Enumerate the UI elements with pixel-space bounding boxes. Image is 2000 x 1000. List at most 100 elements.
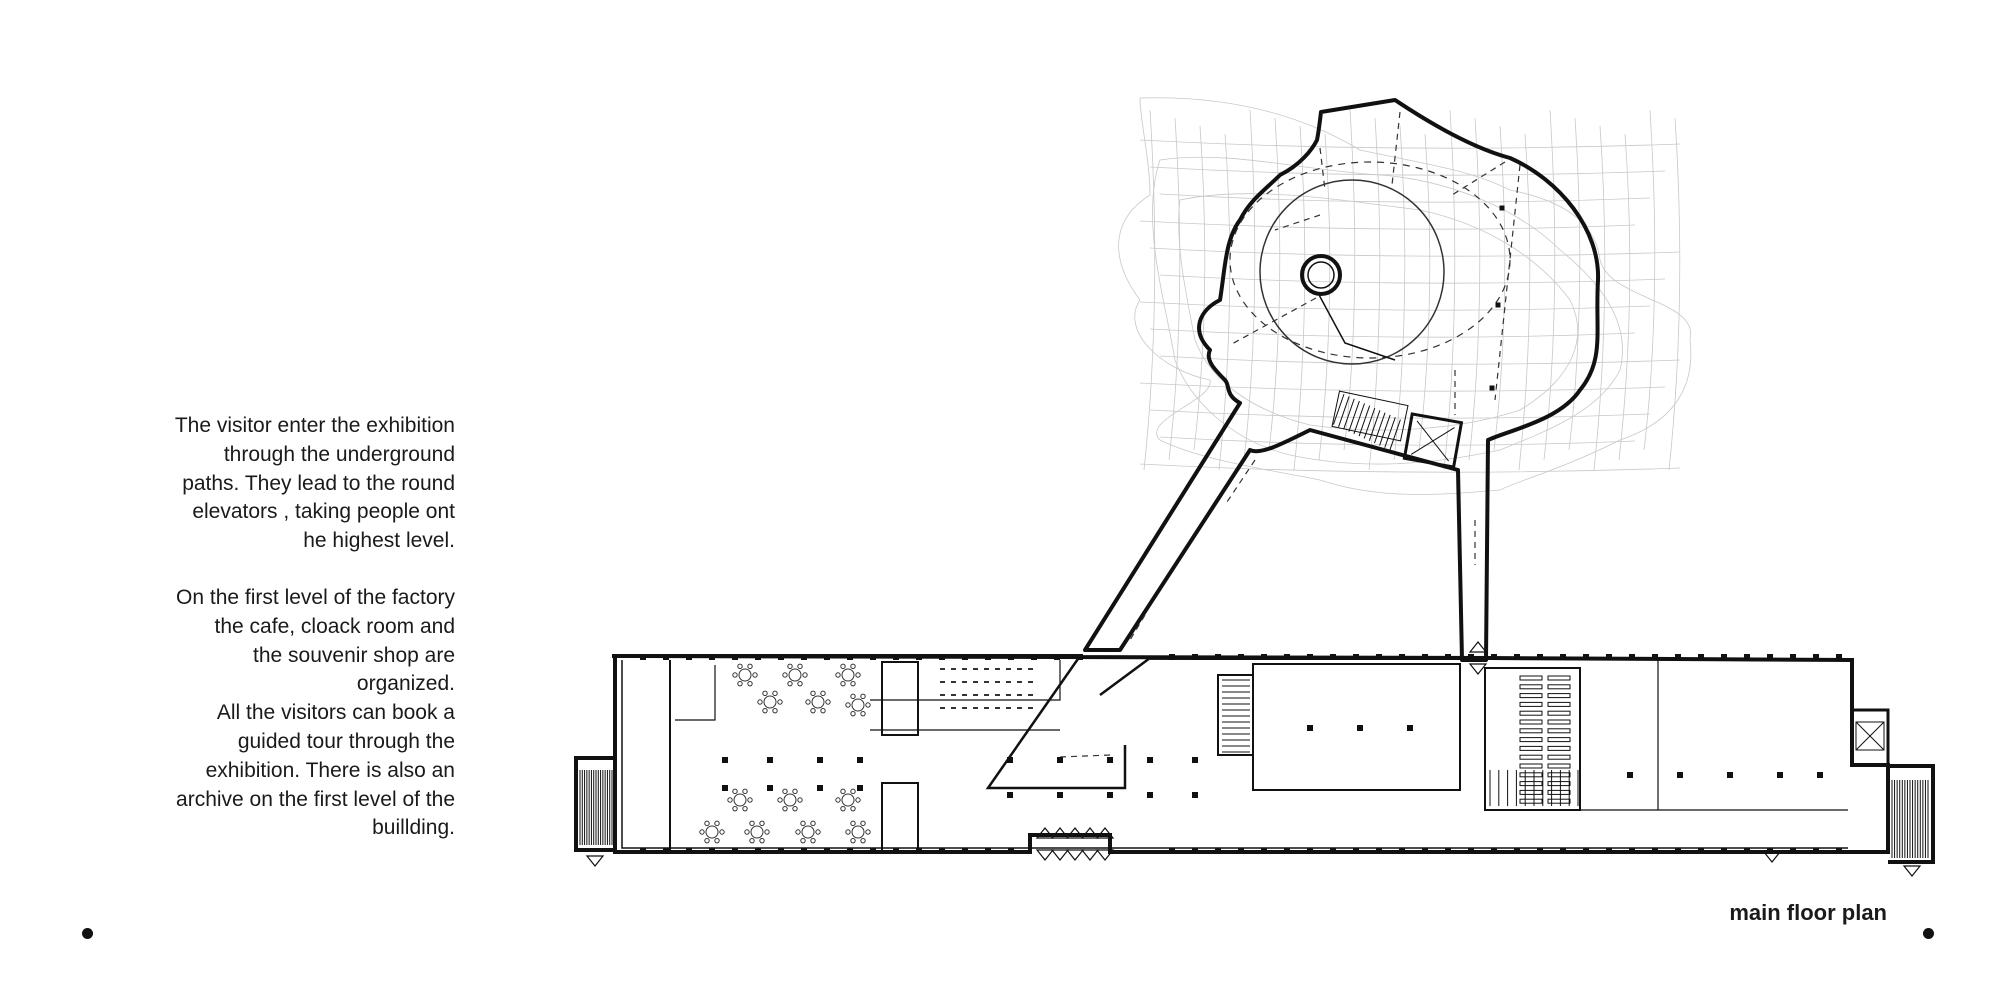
cafe-table (763, 695, 777, 709)
cafe-chair (777, 797, 783, 803)
cafe-chair (795, 829, 801, 835)
pier (686, 654, 692, 660)
shelf-item (940, 681, 945, 683)
pier (1836, 848, 1842, 854)
pier (709, 654, 715, 660)
entry-door (1095, 827, 1115, 839)
stair-hatching (579, 679, 1929, 858)
main-building (574, 653, 1935, 864)
cafe-chair (762, 707, 768, 714)
pier (985, 848, 991, 854)
pier (1192, 848, 1198, 854)
right-elevator-cross (1855, 721, 1885, 751)
dashed-line (1274, 214, 1321, 231)
column (1107, 792, 1113, 798)
cafe-chair (797, 663, 803, 670)
seat-row (1519, 781, 1543, 787)
pier (1468, 654, 1474, 660)
cafe-table (851, 825, 865, 839)
interior-walls (669, 660, 1890, 853)
column (767, 757, 773, 763)
structural-columns (722, 205, 1823, 798)
seat-row (1547, 745, 1571, 751)
seat-row (1519, 728, 1543, 734)
cafe-chair (825, 699, 831, 705)
shelf-item (1006, 668, 1011, 670)
mesh-line (1218, 133, 1231, 471)
shelf-item (1028, 681, 1033, 683)
cafe-chair (797, 797, 803, 803)
seat-row (1519, 719, 1543, 725)
cafe-chair (840, 663, 846, 670)
cafe-chair (782, 672, 788, 678)
seat-row (1519, 754, 1543, 760)
pier (1192, 654, 1198, 660)
page-marker-left (82, 928, 93, 939)
entry-door (1065, 849, 1085, 861)
entry-door (1050, 849, 1070, 861)
shelf-item (1006, 694, 1011, 696)
column (1192, 792, 1198, 798)
desc-line: exhibition. There is also an (205, 758, 455, 782)
column (722, 785, 728, 791)
cafe-chair (792, 805, 798, 812)
cafe-chair (835, 672, 841, 678)
shelf-item (1006, 681, 1011, 683)
cafe-chair (860, 710, 866, 717)
mesh-line (1149, 247, 1681, 257)
entry-door (1035, 827, 1055, 839)
cafe-chair (759, 820, 765, 827)
mesh-line (1368, 117, 1381, 471)
shelf-item (1017, 707, 1022, 709)
column (1007, 792, 1013, 798)
stair-step (1384, 417, 1396, 448)
pier (1238, 848, 1244, 854)
mesh-inner (1152, 156, 1623, 465)
cafe-chair (820, 707, 826, 714)
shelf-item (984, 694, 989, 696)
seat-row (1547, 693, 1571, 699)
entry-door (1065, 827, 1085, 839)
pier (1560, 848, 1566, 854)
pier (1077, 654, 1083, 660)
seat-row (1547, 737, 1571, 743)
entry-door (1035, 849, 1055, 861)
cafe-chair (850, 837, 856, 844)
cafe-chair (800, 820, 806, 827)
column (1107, 757, 1113, 763)
pier (1376, 848, 1382, 854)
cafe-chair (787, 663, 793, 670)
seat-row (1547, 710, 1571, 716)
mesh-line (1139, 463, 1681, 473)
pier (1491, 654, 1497, 660)
cafe-chair (835, 797, 841, 803)
pier (1537, 654, 1543, 660)
column (1495, 302, 1501, 308)
pier (1606, 654, 1612, 660)
mesh-line (1268, 117, 1281, 451)
entry-markers (585, 641, 1922, 877)
cafe-chair (820, 690, 826, 697)
pier (870, 654, 876, 660)
column (1192, 757, 1198, 763)
pier (1836, 654, 1842, 660)
mesh-line (1568, 117, 1581, 451)
desc-line: All the visitors can book a (216, 701, 455, 725)
cafe-chair (732, 788, 738, 795)
pier (1215, 848, 1221, 854)
pier (847, 848, 853, 854)
cafe-chair (704, 837, 710, 844)
stair-step (1338, 396, 1350, 428)
pier (755, 654, 761, 660)
pier (824, 848, 830, 854)
mesh-line (1418, 133, 1431, 451)
mesh-line (1318, 133, 1331, 461)
mesh-inner (1178, 193, 1578, 431)
desc-line: The visitor enter the exhibition (174, 414, 455, 437)
description-text: The visitor enter the exhibition through… (95, 412, 455, 843)
pier (801, 848, 807, 854)
entry-door (1095, 849, 1115, 861)
elevator-box (1402, 412, 1464, 469)
cafe-chair (749, 820, 755, 827)
pier (1652, 848, 1658, 854)
